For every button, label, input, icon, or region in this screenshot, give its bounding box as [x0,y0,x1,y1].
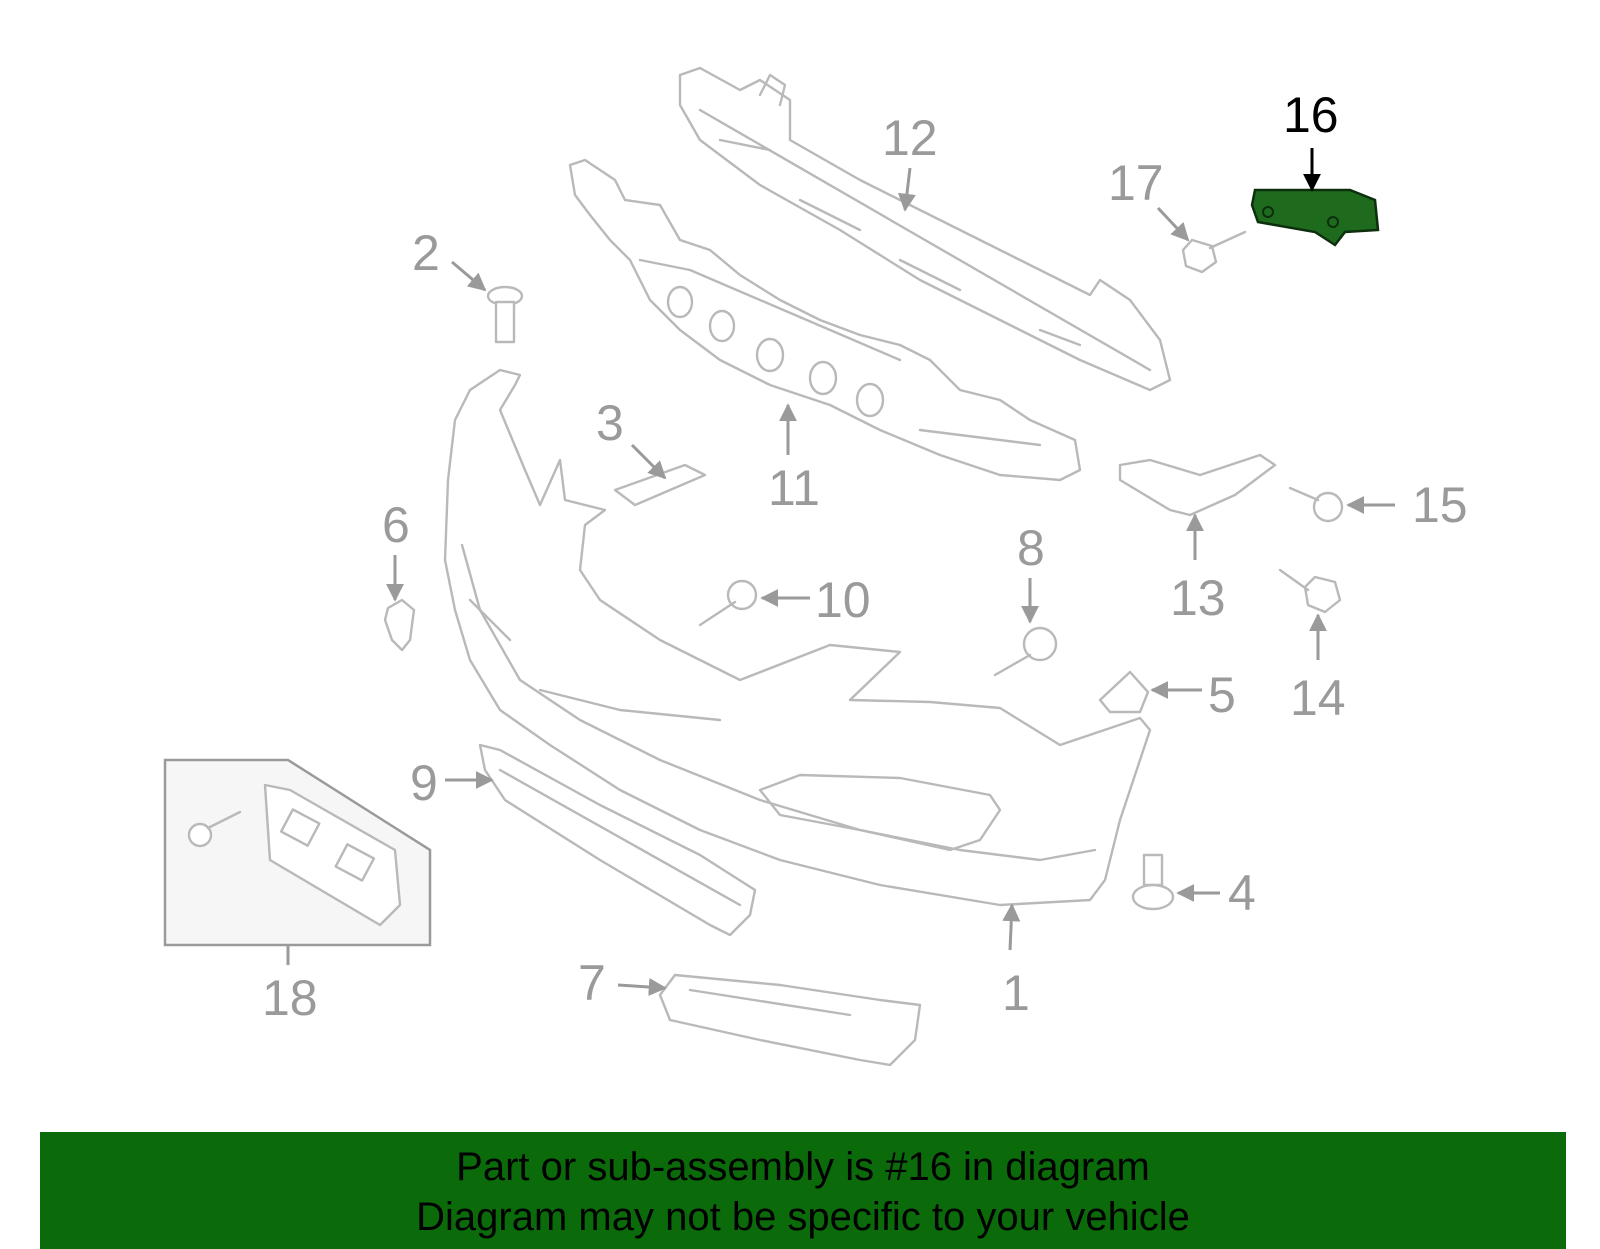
part-4-bolt [1131,853,1175,911]
callout-11: 11 [768,460,820,516]
leader-1 [1002,903,1021,951]
part-10-bolt [698,579,758,627]
callout-10: 10 [815,572,871,628]
callout-1: 1 [1002,965,1030,1021]
callout-2: 2 [412,225,440,281]
info-banner: Part or sub-assembly is #16 in diagram D… [40,1132,1566,1249]
banner-line-2: Diagram may not be specific to your vehi… [416,1195,1190,1239]
part-8-bolt [993,626,1058,677]
leader-3 [630,443,667,480]
part-6-clip [383,598,416,652]
callout-12: 12 [882,110,938,166]
part-12-reinforcement-beam [678,66,1172,392]
callout-13: 13 [1170,570,1226,626]
callout-15: 15 [1412,477,1468,533]
part-18-bolt [187,810,242,848]
parts-diagram: 1 2 3 4 5 6 7 8 9 10 11 12 13 14 15 16 1… [163,66,1468,1067]
callout-18: 18 [262,970,318,1026]
part-1-bumper-cover [443,368,1152,907]
leader-7 [617,977,667,996]
callout-14: 14 [1290,670,1346,726]
part-17-bolt [1181,230,1247,274]
part-9-lower-bracket [478,743,757,937]
leader-2 [451,260,487,292]
leader-lines [286,148,1395,996]
callout-labels: 1 2 3 4 5 6 7 8 9 10 11 12 13 14 15 16 1… [262,87,1468,1026]
banner-line-1: Part or sub-assembly is #16 in diagram [456,1145,1150,1189]
callout-4: 4 [1228,865,1256,921]
callout-16[interactable]: 16 [1283,87,1339,143]
callout-9: 9 [410,755,438,811]
part-13-bracket [1118,453,1277,517]
callout-5: 5 [1208,667,1236,723]
callout-7: 7 [578,955,606,1011]
part-11-energy-absorber [568,158,1082,482]
callout-3: 3 [596,395,624,451]
callout-17: 17 [1108,155,1164,211]
part-16-highlighted-bracket[interactable] [1250,188,1380,247]
part-14-bolt [1278,568,1342,614]
leader-17 [1156,206,1190,242]
part-7-bezel [658,973,922,1067]
callout-8: 8 [1017,520,1045,576]
part-2-bolt [486,285,524,344]
leader-12 [897,167,916,212]
part-18-inset [163,758,432,947]
part-15-bolt [1288,486,1344,523]
part-5-clip [1098,670,1150,714]
callout-6: 6 [382,497,410,553]
